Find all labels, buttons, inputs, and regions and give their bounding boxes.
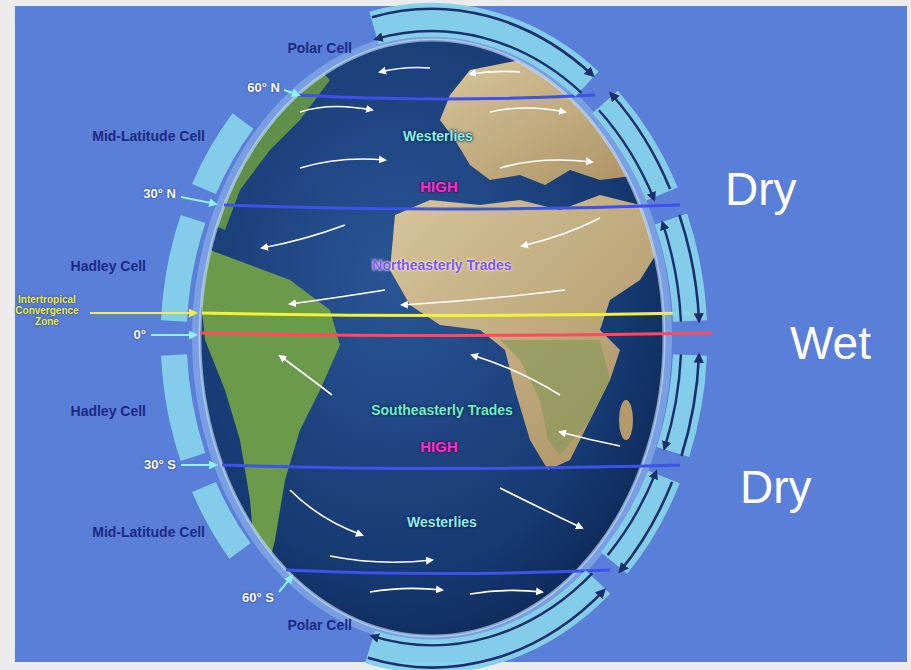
cell-name: Hadley Cell xyxy=(71,403,146,420)
climate-label: Wet xyxy=(790,316,871,371)
latitude-label: 30° S xyxy=(144,457,176,473)
latitude-label: 30° N xyxy=(143,186,176,202)
cell-name: Mid-Latitude Cell xyxy=(92,128,205,145)
wind-name: Southeasterly Trades xyxy=(371,402,513,419)
pointer-arrows xyxy=(90,90,299,592)
zone-name: Intertropical Convergence Zone xyxy=(8,294,86,327)
latitude-label: 60° N xyxy=(247,80,280,96)
latitude-label: 60° S xyxy=(242,590,274,606)
latitude-lines xyxy=(200,95,712,574)
climate-label: Dry xyxy=(740,460,812,515)
background-panel xyxy=(15,6,907,662)
wind-name: Westerlies xyxy=(407,514,477,531)
pressure-label: HIGH xyxy=(420,438,458,456)
pressure-label: HIGH xyxy=(420,178,458,196)
climate-label: Dry xyxy=(725,162,797,217)
cell-name: Polar Cell xyxy=(287,617,352,634)
cell-name: Polar Cell xyxy=(287,40,352,57)
cell-bands xyxy=(174,9,699,668)
atmosphere-glow xyxy=(192,32,672,644)
wind-name: Northeasterly Trades xyxy=(372,257,511,274)
cell-name: Hadley Cell xyxy=(71,258,146,275)
wind-name: Westerlies xyxy=(403,128,473,145)
cell-name: Mid-Latitude Cell xyxy=(92,524,205,541)
wind-arrows xyxy=(262,68,620,595)
latitude-label: 0° xyxy=(134,327,146,343)
